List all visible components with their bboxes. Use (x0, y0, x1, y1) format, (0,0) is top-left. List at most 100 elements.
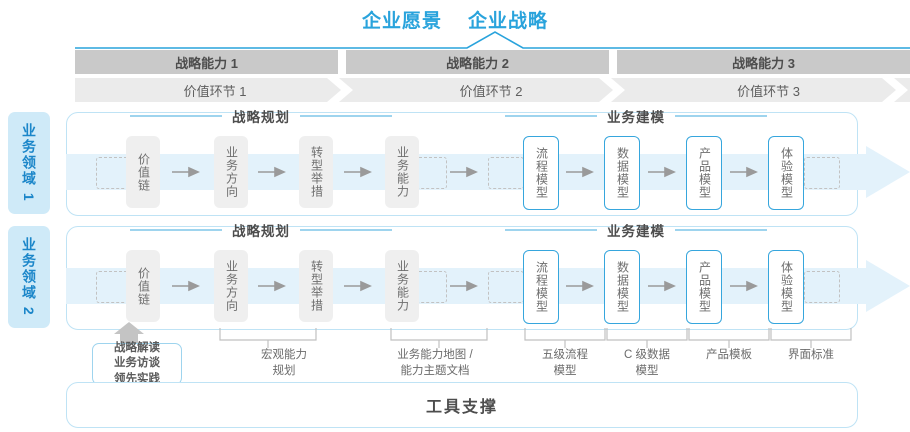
peak-connector-line (75, 31, 910, 49)
value-chain-label-1: 价值环节 1 (183, 83, 247, 99)
section-header-planning-r1: 战略规划 (130, 108, 392, 125)
node-business-capability-r1[interactable]: 业务能力 (385, 136, 419, 208)
footer-highlight-box[interactable]: 战略解读 业务访谈 领先实践 (92, 342, 182, 385)
capability-cell-2[interactable]: 战略能力 2 (346, 50, 609, 74)
value-chain-band: 价值环节 1 价值环节 2 价值环节 3 (75, 78, 910, 102)
connector-arrow-r2-7 (730, 280, 758, 292)
node-value-chain-r1[interactable]: 价值链 (126, 136, 160, 208)
section-header-modeling-r1: 业务建模 (505, 108, 767, 125)
section-rule-left (505, 115, 597, 117)
section-rule-left (130, 115, 222, 117)
connector-arrow-r2-2 (258, 280, 286, 292)
section-rule-right (675, 115, 767, 117)
node-label: 体验模型 (779, 261, 794, 313)
connector-arrow-r2-1 (172, 280, 200, 292)
footer-label-c-level-data: C 级数据 模型 (624, 349, 670, 377)
value-chain-cell-1[interactable]: 价值环节 1 (75, 78, 355, 102)
placeholder-box-r2-d (804, 271, 840, 303)
node-label: 业务能力 (395, 260, 410, 312)
header-titles: 企业愿景 企业战略 (0, 5, 910, 33)
tools-support-label: 工具支撑 (425, 399, 498, 416)
connector-arrow-r1-4 (450, 166, 478, 178)
node-business-capability-r2[interactable]: 业务能力 (385, 250, 419, 322)
footer-label-product-template: 产品模板 (706, 349, 752, 361)
tools-support-band[interactable]: 工具支撑 (66, 382, 858, 428)
node-experience-model-r1[interactable]: 体验模型 (768, 136, 804, 210)
section-planning-label-r1: 战略规划 (232, 110, 290, 125)
connector-arrow-r1-1 (172, 166, 200, 178)
value-chain-chevron-3 (882, 78, 908, 102)
node-business-direction-r1[interactable]: 业务方向 (214, 136, 248, 208)
node-label: 数据模型 (615, 261, 630, 313)
sidebar-domain-2[interactable]: 业务领域 2 (8, 226, 50, 328)
node-product-model-r2[interactable]: 产品模型 (686, 250, 722, 324)
node-label: 数据模型 (615, 147, 630, 199)
node-data-model-r2[interactable]: 数据模型 (604, 250, 640, 324)
capability-cell-1[interactable]: 战略能力 1 (75, 50, 338, 74)
section-rule-right (675, 229, 767, 231)
value-chain-cell-3[interactable]: 价值环节 3 (627, 78, 910, 102)
node-process-model-r2[interactable]: 流程模型 (523, 250, 559, 324)
node-label: 流程模型 (534, 147, 549, 199)
connector-arrow-r1-3 (344, 166, 372, 178)
node-label: 转型举措 (309, 260, 324, 312)
capability-label-1: 战略能力 1 (175, 55, 238, 71)
node-label: 流程模型 (534, 261, 549, 313)
footer-label-interface-standard: 界面标准 (788, 349, 834, 361)
node-label: 产品模型 (697, 147, 712, 199)
node-label: 业务能力 (395, 146, 410, 198)
node-label: 体验模型 (779, 147, 794, 199)
value-chain-cell-2[interactable]: 价值环节 2 (355, 78, 627, 102)
footer-label-capability-map: 业务能力地图 / 能力主题文档 (397, 349, 473, 377)
node-transformation-measures-r1[interactable]: 转型举措 (299, 136, 333, 208)
placeholder-box-r1-d (804, 157, 840, 189)
node-process-model-r1[interactable]: 流程模型 (523, 136, 559, 210)
node-label: 产品模型 (697, 261, 712, 313)
section-modeling-label-r1: 业务建模 (607, 110, 665, 125)
footer-label-macro-capability: 宏观能力 规划 (261, 349, 307, 377)
section-planning-label-r2: 战略规划 (232, 224, 290, 239)
title-enterprise-vision: 企业愿景 (361, 10, 442, 32)
section-rule-left (505, 229, 597, 231)
placeholder-box-r2-c (488, 271, 524, 303)
value-chain-label-3: 价值环节 3 (737, 83, 800, 99)
node-label: 业务方向 (224, 260, 239, 312)
section-modeling-label-r2: 业务建模 (607, 224, 665, 239)
capability-cell-3[interactable]: 战略能力 3 (617, 50, 910, 74)
connector-arrow-r1-2 (258, 166, 286, 178)
capability-band: 战略能力 1 战略能力 2 战略能力 3 (75, 50, 910, 74)
sidebar-domain-1[interactable]: 业务领域 1 (8, 112, 50, 214)
placeholder-box-r1-c (488, 157, 524, 189)
value-chain-chevron-2 (599, 78, 625, 102)
sidebar-domain-2-label: 业务领域 2 (21, 237, 37, 317)
node-transformation-measures-r2[interactable]: 转型举措 (299, 250, 333, 322)
node-label: 价值链 (136, 152, 151, 192)
connector-arrow-r2-4 (450, 280, 478, 292)
node-product-model-r1[interactable]: 产品模型 (686, 136, 722, 210)
connector-arrow-r2-5 (566, 280, 594, 292)
footer-label-five-level-process: 五级流程 模型 (542, 349, 588, 377)
section-rule-right (300, 115, 392, 117)
footer-brackets (114, 322, 852, 348)
node-label: 转型举措 (309, 146, 324, 198)
sidebar-domain-1-label: 业务领域 1 (21, 123, 37, 203)
connector-arrow-r1-7 (730, 166, 758, 178)
connector-arrow-r1-5 (566, 166, 594, 178)
capability-label-2: 战略能力 2 (446, 55, 509, 71)
value-chain-label-2: 价值环节 2 (459, 83, 523, 99)
section-header-modeling-r2: 业务建模 (505, 222, 767, 239)
node-data-model-r1[interactable]: 数据模型 (604, 136, 640, 210)
capability-label-3: 战略能力 3 (732, 55, 795, 71)
node-label: 业务方向 (224, 146, 239, 198)
section-rule-left (130, 229, 222, 231)
node-experience-model-r2[interactable]: 体验模型 (768, 250, 804, 324)
node-value-chain-r2[interactable]: 价值链 (126, 250, 160, 322)
connector-arrow-r2-3 (344, 280, 372, 292)
connector-arrow-r1-6 (648, 166, 676, 178)
node-business-direction-r2[interactable]: 业务方向 (214, 250, 248, 322)
value-chain-chevron-1 (327, 78, 353, 102)
section-rule-right (300, 229, 392, 231)
section-header-planning-r2: 战略规划 (130, 222, 392, 239)
connector-arrow-r2-6 (648, 280, 676, 292)
